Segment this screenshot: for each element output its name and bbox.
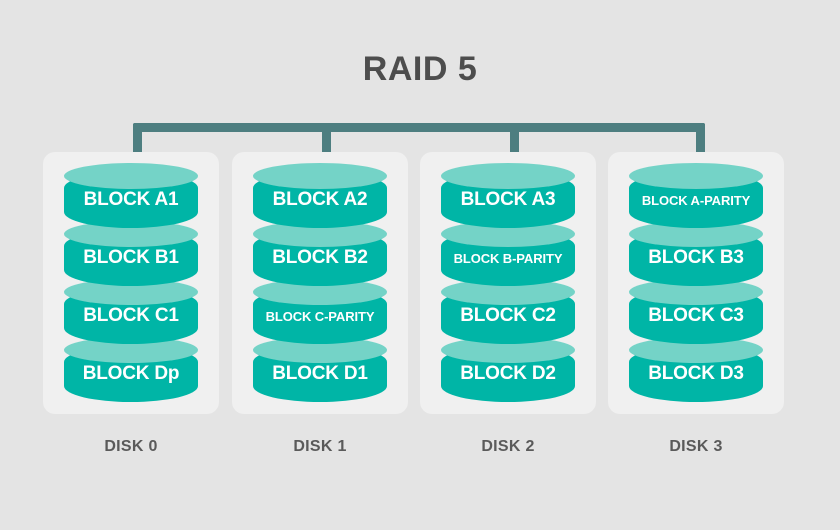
block-label: BLOCK C2 bbox=[460, 305, 556, 326]
block-label: BLOCK B3 bbox=[648, 247, 744, 268]
block-cylinder[interactable]: BLOCK D1 bbox=[253, 337, 387, 402]
block-cylinder[interactable]: BLOCK A2 bbox=[253, 163, 387, 228]
disk-caption-0: DISK 0 bbox=[104, 438, 158, 455]
block-label: BLOCK B1 bbox=[83, 247, 179, 268]
block-label: BLOCK D2 bbox=[460, 363, 556, 384]
block-stack-3: BLOCK A-PARITY BLOCK B3 BLOCK C3 BLOCK D… bbox=[629, 163, 763, 412]
block-cylinder[interactable]: BLOCK B1 bbox=[64, 221, 198, 286]
diagram-title: RAID 5 bbox=[362, 50, 478, 88]
block-cylinder[interactable]: BLOCK D2 bbox=[441, 337, 575, 402]
block-cylinder-parity[interactable]: BLOCK C-PARITY bbox=[253, 279, 387, 344]
block-label: BLOCK B-PARITY bbox=[453, 250, 563, 266]
block-stack-0: BLOCK A1 BLOCK B1 BLOCK C1 BLOCK Dp bbox=[64, 163, 198, 412]
cylinder-top-ellipse bbox=[253, 163, 387, 189]
cylinder-top-ellipse bbox=[64, 163, 198, 189]
block-cylinder[interactable]: BLOCK A1 bbox=[64, 163, 198, 228]
cylinder-top-ellipse bbox=[441, 163, 575, 189]
block-label: BLOCK B2 bbox=[272, 247, 368, 268]
block-cylinder[interactable]: BLOCK C2 bbox=[441, 279, 575, 344]
block-label: BLOCK D3 bbox=[648, 363, 744, 384]
block-label: BLOCK A1 bbox=[83, 189, 179, 210]
block-label: BLOCK C1 bbox=[83, 305, 179, 326]
block-label: BLOCK A-PARITY bbox=[641, 192, 751, 208]
bracket-horizontal-bar bbox=[133, 123, 705, 132]
disk-caption-3: DISK 3 bbox=[669, 438, 723, 455]
block-label: BLOCK D1 bbox=[272, 363, 368, 384]
block-label: BLOCK Dp bbox=[82, 363, 180, 384]
block-cylinder[interactable]: BLOCK C1 bbox=[64, 279, 198, 344]
block-cylinder[interactable]: BLOCK B3 bbox=[629, 221, 763, 286]
block-cylinder[interactable]: BLOCK A3 bbox=[441, 163, 575, 228]
block-cylinder-parity[interactable]: BLOCK A-PARITY bbox=[629, 163, 763, 228]
block-cylinder-parity[interactable]: BLOCK B-PARITY bbox=[441, 221, 575, 286]
block-cylinder[interactable]: BLOCK Dp bbox=[64, 337, 198, 402]
disk-caption-2: DISK 2 bbox=[481, 438, 535, 455]
block-cylinder[interactable]: BLOCK C3 bbox=[629, 279, 763, 344]
disk-caption-1: DISK 1 bbox=[293, 438, 347, 455]
block-label: BLOCK A3 bbox=[460, 189, 556, 210]
block-stack-1: BLOCK A2 BLOCK B2 BLOCK C-PARITY BLOCK D… bbox=[253, 163, 387, 412]
block-label: BLOCK C3 bbox=[648, 305, 744, 326]
block-label: BLOCK C-PARITY bbox=[265, 308, 375, 324]
block-stack-2: BLOCK A3 BLOCK B-PARITY BLOCK C2 BLOCK D… bbox=[441, 163, 575, 412]
block-cylinder[interactable]: BLOCK D3 bbox=[629, 337, 763, 402]
block-label: BLOCK A2 bbox=[272, 189, 368, 210]
block-cylinder[interactable]: BLOCK B2 bbox=[253, 221, 387, 286]
